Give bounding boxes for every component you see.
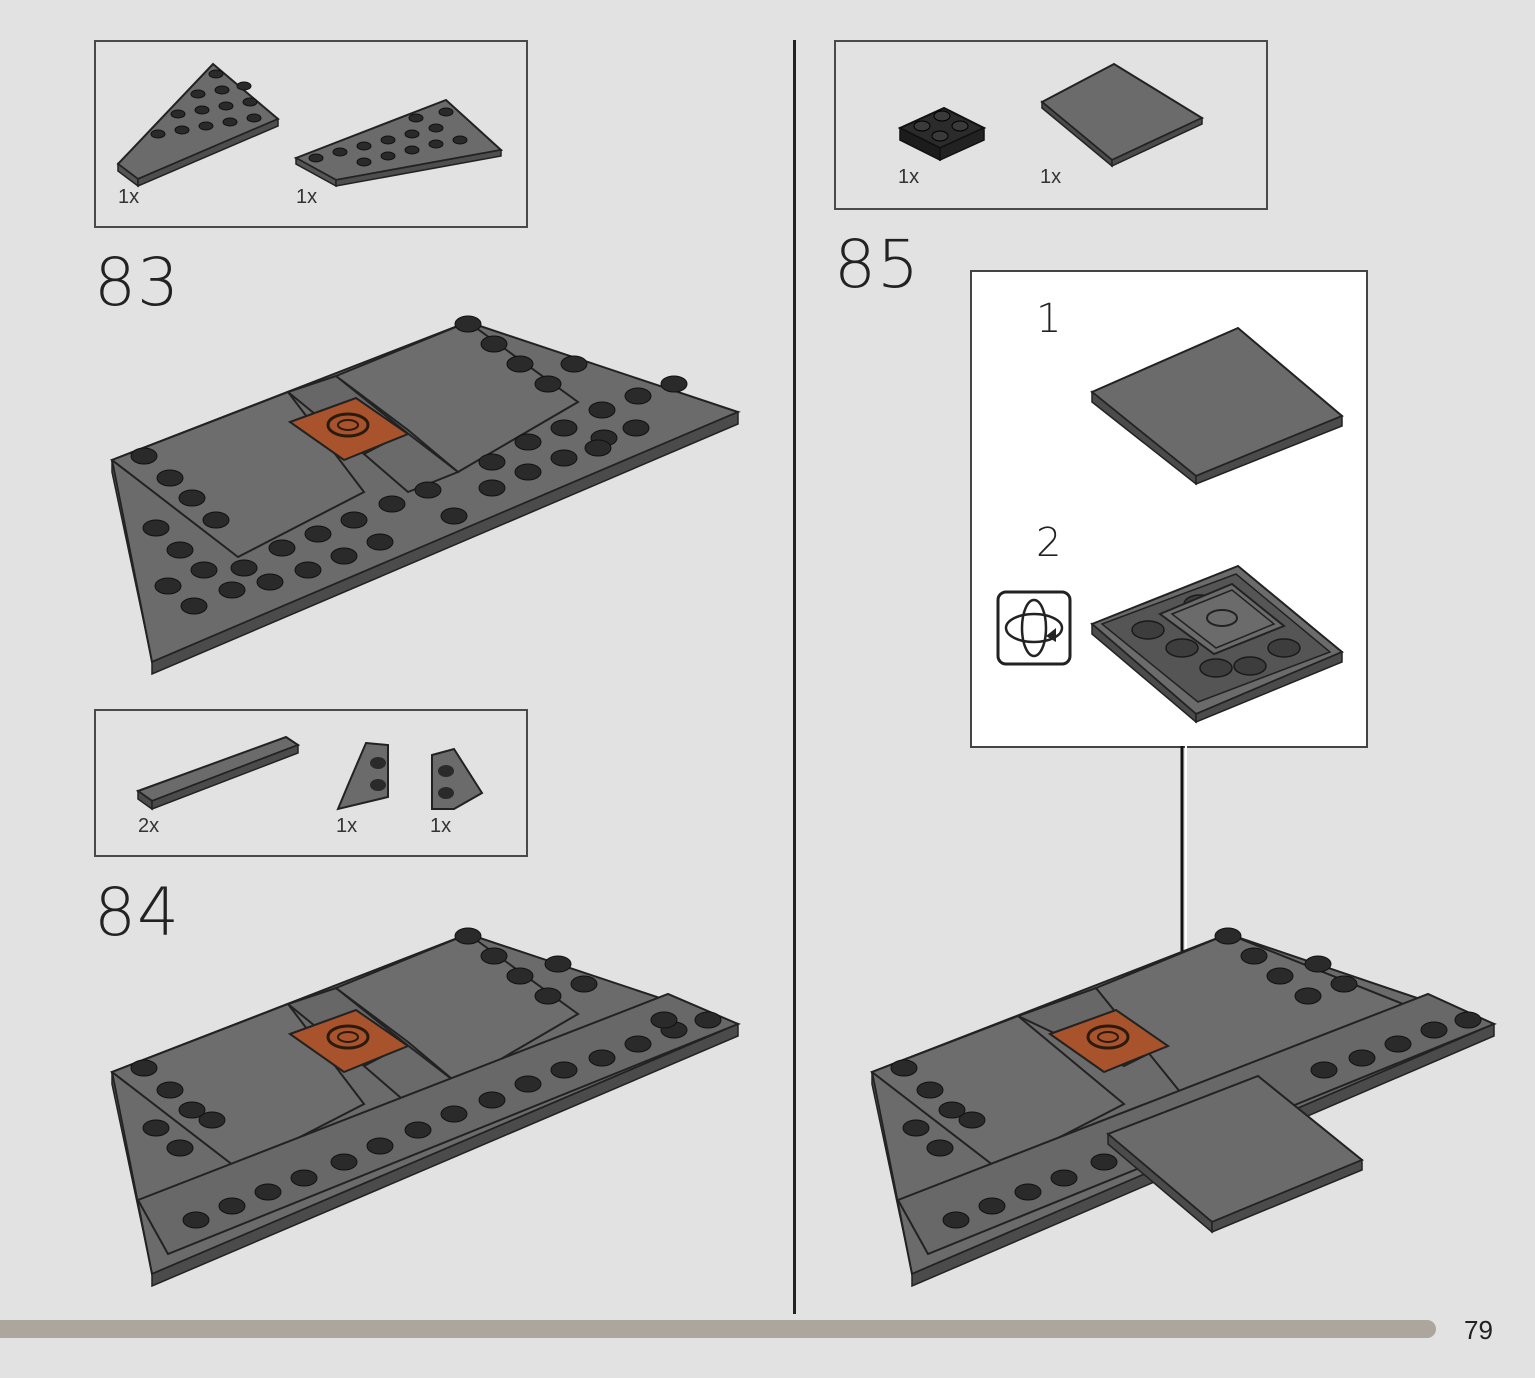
- tile-4x4-flipped-substep-2: [1090, 564, 1344, 724]
- part-count: 1x: [118, 186, 140, 208]
- wedge-plate-small-left-icon: [336, 741, 389, 811]
- part-count: 2x: [138, 815, 160, 837]
- part-count: 1x: [430, 815, 452, 837]
- tile-1x6-icon: [135, 735, 301, 811]
- plate-2x2-black-icon: [897, 106, 987, 162]
- sub-assembly-callout: 1 2: [970, 270, 1368, 748]
- wedge-plate-left-icon: [116, 62, 280, 188]
- parts-box-step-83: 1x 1x: [94, 40, 528, 228]
- step-number-83: 83: [94, 244, 180, 321]
- rotate-model-icon: [996, 590, 1072, 666]
- step-number-84: 84: [94, 874, 180, 951]
- page-progress-bar: [0, 1320, 1436, 1338]
- model-step-85: [869, 927, 1497, 1288]
- part-count: 1x: [1040, 166, 1062, 188]
- substep-number-1: 1: [1036, 296, 1062, 342]
- model-step-84: [109, 927, 741, 1288]
- part-count: 1x: [336, 815, 358, 837]
- wedge-plate-right-icon: [293, 98, 504, 188]
- tile-4x4-substep-1: [1090, 326, 1344, 486]
- model-step-83: [109, 315, 741, 676]
- step-number-85: 85: [834, 226, 920, 303]
- substep-number-2: 2: [1036, 520, 1062, 566]
- parts-box-step-85: 1x 1x: [834, 40, 1268, 210]
- tile-4x4-icon: [1040, 62, 1205, 168]
- page-divider: [793, 40, 796, 1314]
- parts-box-step-84: 2x 1x 1x: [94, 709, 528, 857]
- part-count: 1x: [898, 166, 920, 188]
- part-count: 1x: [296, 186, 318, 208]
- wedge-plate-small-right-icon: [431, 747, 484, 810]
- page-number: 79: [1464, 1315, 1493, 1345]
